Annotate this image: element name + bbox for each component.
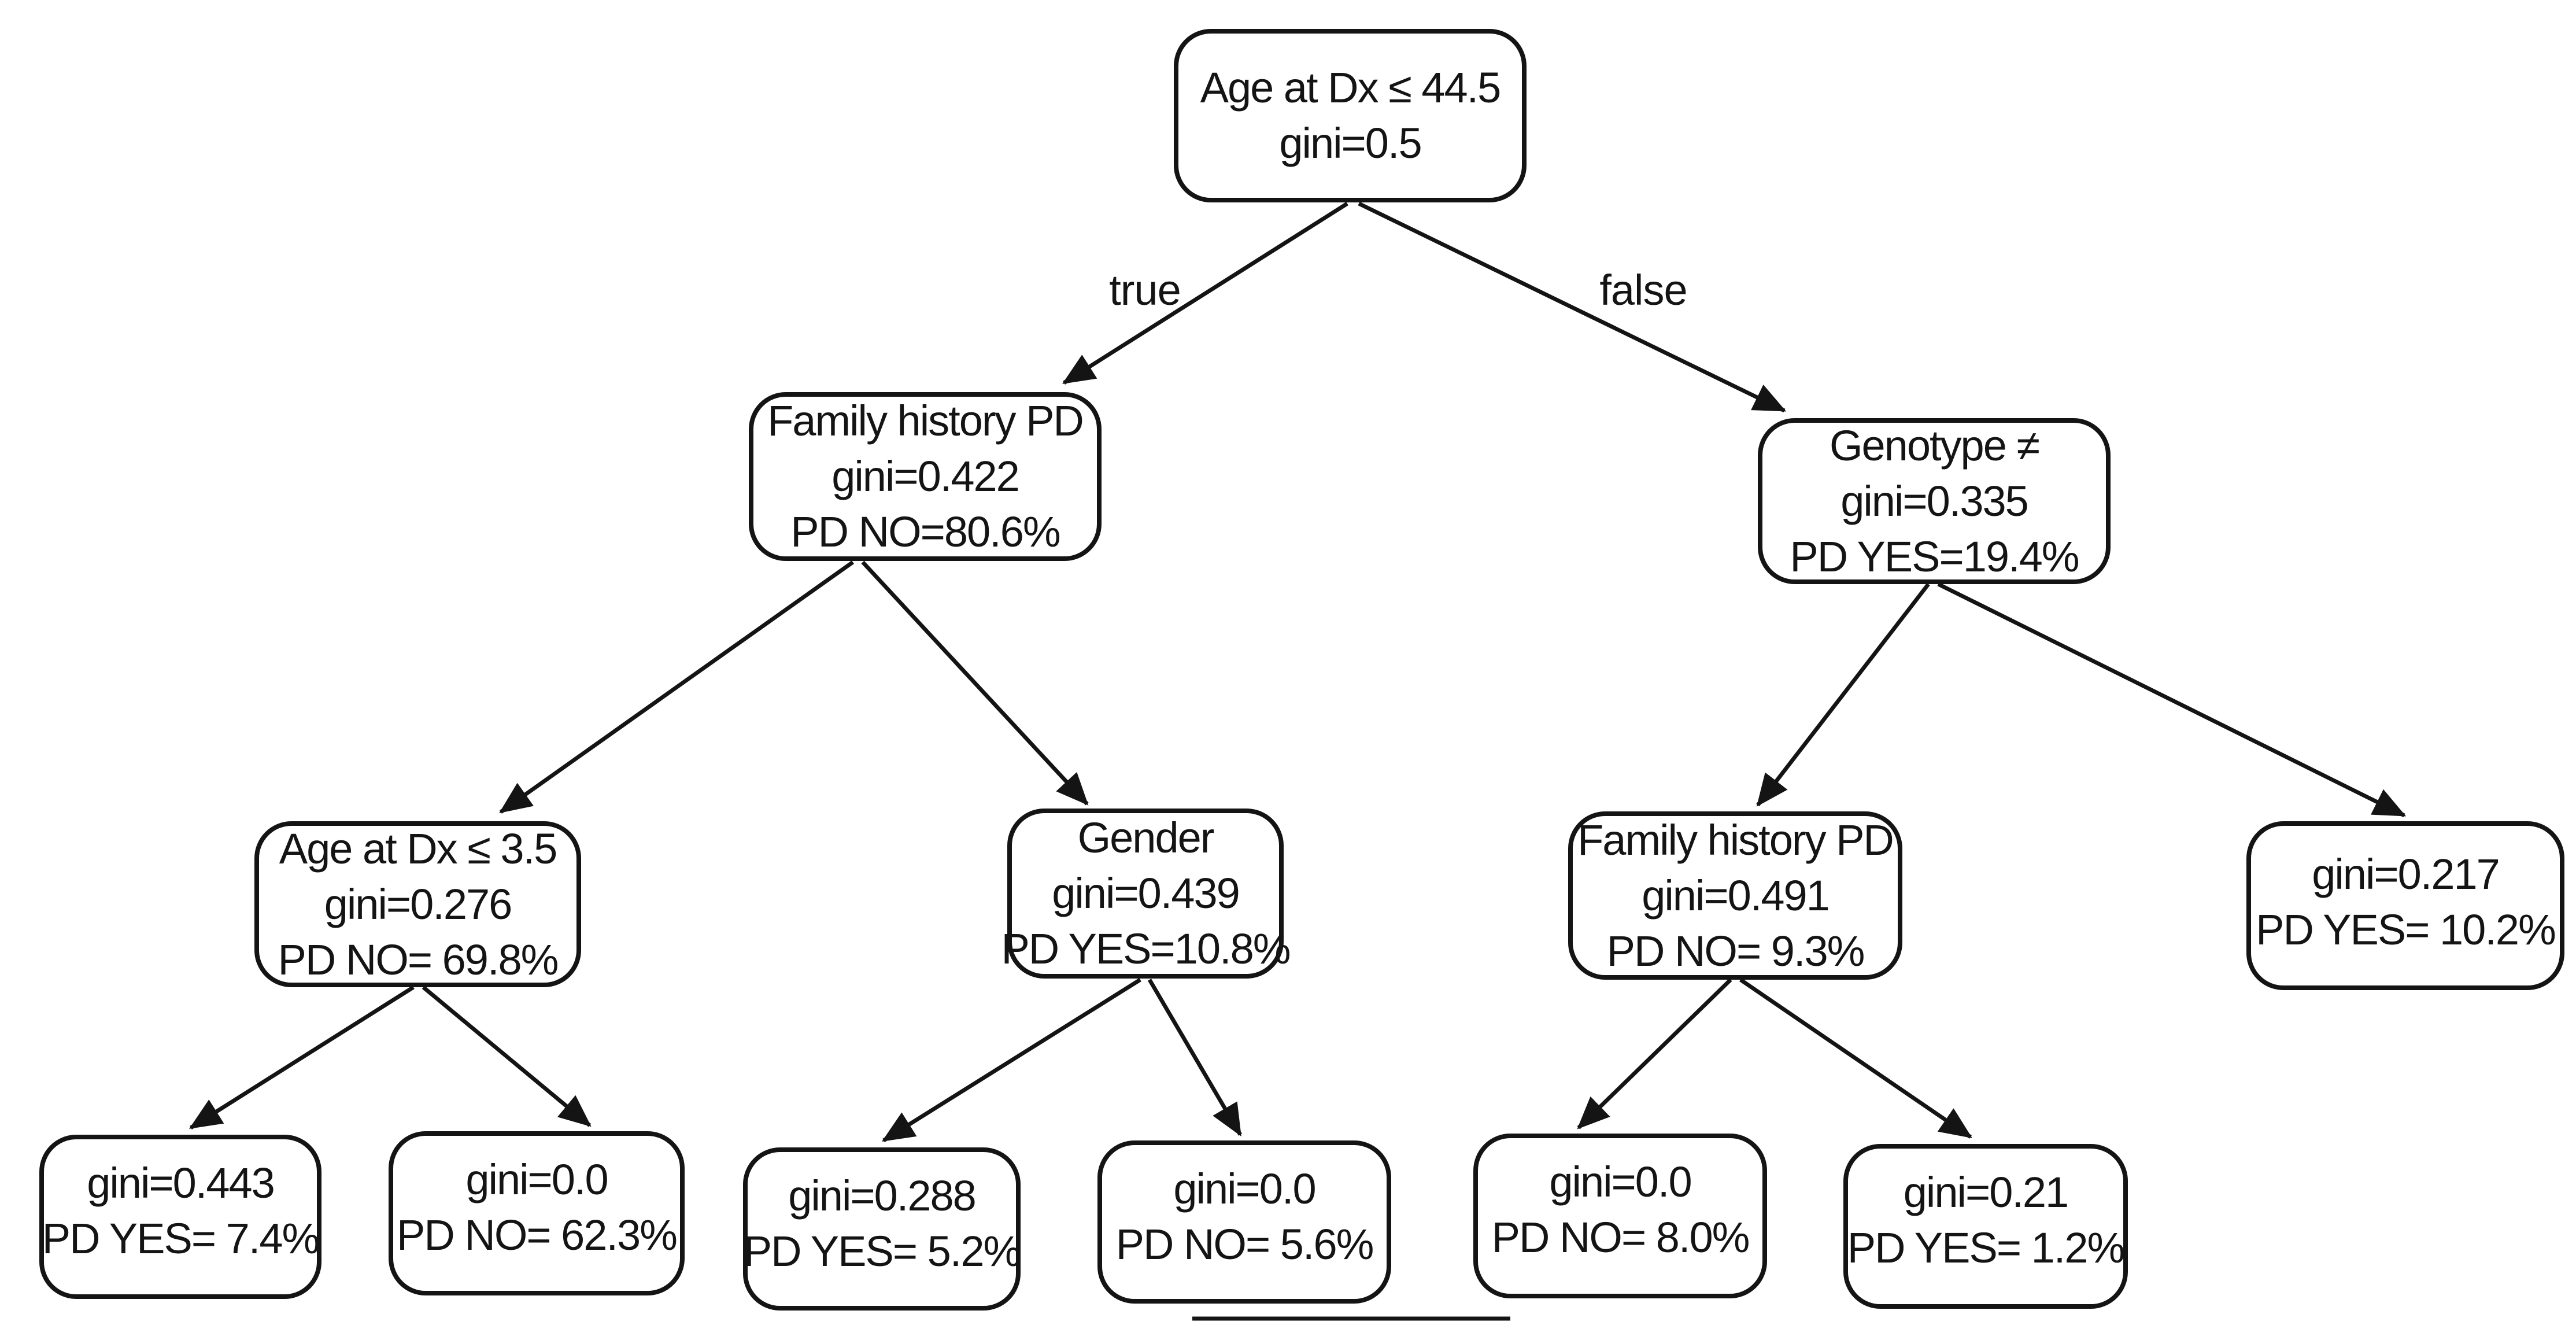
node-text-line: gini=0.0 xyxy=(1549,1158,1692,1206)
tree-node-root: Age at Dx ≤ 44.5 gini=0.5 xyxy=(1174,29,1527,202)
edge-fam1-left xyxy=(499,560,855,814)
node-text-line: gini=0.21 xyxy=(1903,1168,2069,1216)
node-text-line: PD YES= 1.2% xyxy=(1847,1224,2126,1272)
tree-node-age-at-dx-3-5: Age at Dx ≤ 3.5 gini=0.276 PD NO= 69.8% xyxy=(254,821,581,987)
tree-node-leaf-gini-0288: gini=0.288 PD YES= 5.2% xyxy=(743,1147,1021,1311)
node-text-line: gini=0.288 xyxy=(788,1172,977,1220)
node-text-line: Age at Dx ≤ 44.5 xyxy=(1200,64,1502,112)
edge-fam2-left xyxy=(1577,978,1732,1129)
tree-node-leaf-gini-021: gini=0.21 PD YES= 1.2% xyxy=(1843,1144,2128,1309)
node-text-line: Gender xyxy=(1077,814,1215,862)
edge-fam2-right xyxy=(1739,978,1972,1139)
edge-age35-left xyxy=(189,985,415,1129)
node-text-line: gini=0.0 xyxy=(1173,1165,1316,1213)
node-text-line: gini=0.276 xyxy=(324,880,513,928)
node-text-line: gini=0.422 xyxy=(831,452,1020,500)
node-text-line: PD YES=19.4% xyxy=(1790,532,2079,581)
node-text-line: PD YES= 10.2% xyxy=(2256,906,2556,954)
tree-node-leaf-gini-00-a: gini=0.0 PD NO= 62.3% xyxy=(389,1131,685,1295)
tree-node-leaf-gini-00-c: gini=0.0 PD NO= 8.0% xyxy=(1473,1134,1767,1298)
node-text-line: PD NO= 9.3% xyxy=(1606,926,1865,975)
tree-node-leaf-gini-0217: gini=0.217 PD YES= 10.2% xyxy=(2246,821,2564,990)
tree-node-family-history-pd-2: Family history PD gini=0.491 PD NO= 9.3% xyxy=(1568,811,1902,980)
node-text-line: PD YES= 7.4% xyxy=(42,1215,320,1263)
edge-gender-left xyxy=(882,978,1141,1142)
node-text-line: Family history PD xyxy=(767,397,1084,445)
edge-geno-right xyxy=(1937,582,2407,818)
node-text-line: PD NO= 69.8% xyxy=(278,935,559,984)
node-text-line: Age at Dx ≤ 3.5 xyxy=(279,824,558,873)
node-text-line: gini=0.5 xyxy=(1279,119,1422,167)
node-text-line: gini=0.335 xyxy=(1840,477,2029,525)
tree-node-leaf-gini-0443: gini=0.443 PD YES= 7.4% xyxy=(39,1135,321,1299)
edge-gender-right xyxy=(1147,979,1243,1137)
tree-node-leaf-gini-00-b: gini=0.0 PD NO= 5.6% xyxy=(1097,1140,1391,1304)
node-text-line: gini=0.0 xyxy=(465,1156,608,1204)
node-text-line: gini=0.491 xyxy=(1642,871,1830,920)
node-text-line: Family history PD xyxy=(1577,815,1894,864)
edge-age35-right xyxy=(422,985,592,1127)
edge-root-false xyxy=(1358,201,1787,413)
node-text-line: PD NO= 8.0% xyxy=(1491,1213,1750,1261)
node-text-line: gini=0.439 xyxy=(1052,869,1240,917)
edge-label-true: true xyxy=(1109,266,1181,314)
edge-label-false: false xyxy=(1599,266,1687,314)
node-text-line: PD YES= 5.2% xyxy=(743,1227,1022,1275)
node-text-line: gini=0.217 xyxy=(2312,850,2500,898)
node-text-line: Genotype ≠ xyxy=(1829,421,2040,470)
node-text-line: PD YES=10.8% xyxy=(1001,925,1291,973)
node-text-line: gini=0.443 xyxy=(87,1159,275,1207)
edge-fam1-right xyxy=(861,560,1089,806)
edge-root-true xyxy=(1062,202,1348,385)
tree-node-family-history-pd-1: Family history PD gini=0.422 PD NO=80.6% xyxy=(749,392,1102,561)
node-text-line: PD NO= 62.3% xyxy=(397,1211,678,1259)
edge-geno-left xyxy=(1756,582,1930,807)
node-text-line: PD NO= 5.6% xyxy=(1115,1220,1374,1268)
node-text-line: PD NO=80.6% xyxy=(790,508,1060,556)
tree-node-genotype: Genotype ≠ gini=0.335 PD YES=19.4% xyxy=(1758,418,2111,584)
tree-node-gender: Gender gini=0.439 PD YES=10.8% xyxy=(1001,809,1291,979)
